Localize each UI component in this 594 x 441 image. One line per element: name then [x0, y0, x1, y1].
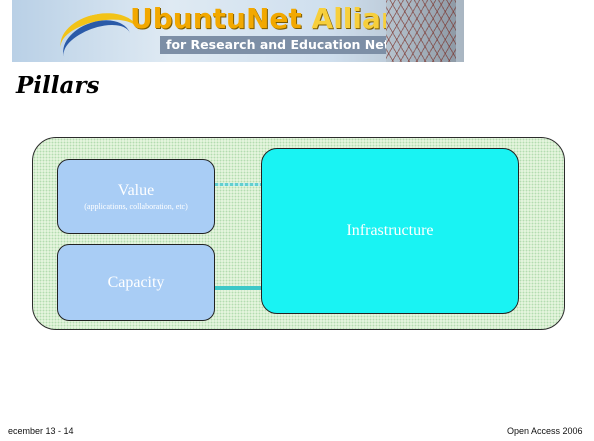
banner-logo: UbuntuNet Alliance for Research and Educ… [12, 0, 464, 62]
value-box: Value (applications, collaboration, etc) [57, 159, 215, 234]
footer-event: Open Access 2006 [507, 426, 583, 436]
banner-title-ubuntunet: UbuntuNet [130, 2, 302, 35]
capacity-box: Capacity [57, 244, 215, 321]
capacity-label: Capacity [107, 273, 165, 291]
footer-date: ecember 13 - 14 [8, 426, 74, 436]
slide-title: Pillars [16, 72, 100, 99]
value-label: Value [117, 181, 155, 199]
value-sublabel: (applications, collaboration, etc) [84, 202, 188, 212]
tower-image [386, 0, 456, 62]
infrastructure-label: Infrastructure [346, 222, 434, 240]
value-infrastructure-connector [215, 183, 261, 186]
banner-subtitle: for Research and Education Networking [160, 36, 455, 54]
infrastructure-box: Infrastructure [261, 148, 519, 314]
capacity-infrastructure-connector [215, 286, 261, 290]
